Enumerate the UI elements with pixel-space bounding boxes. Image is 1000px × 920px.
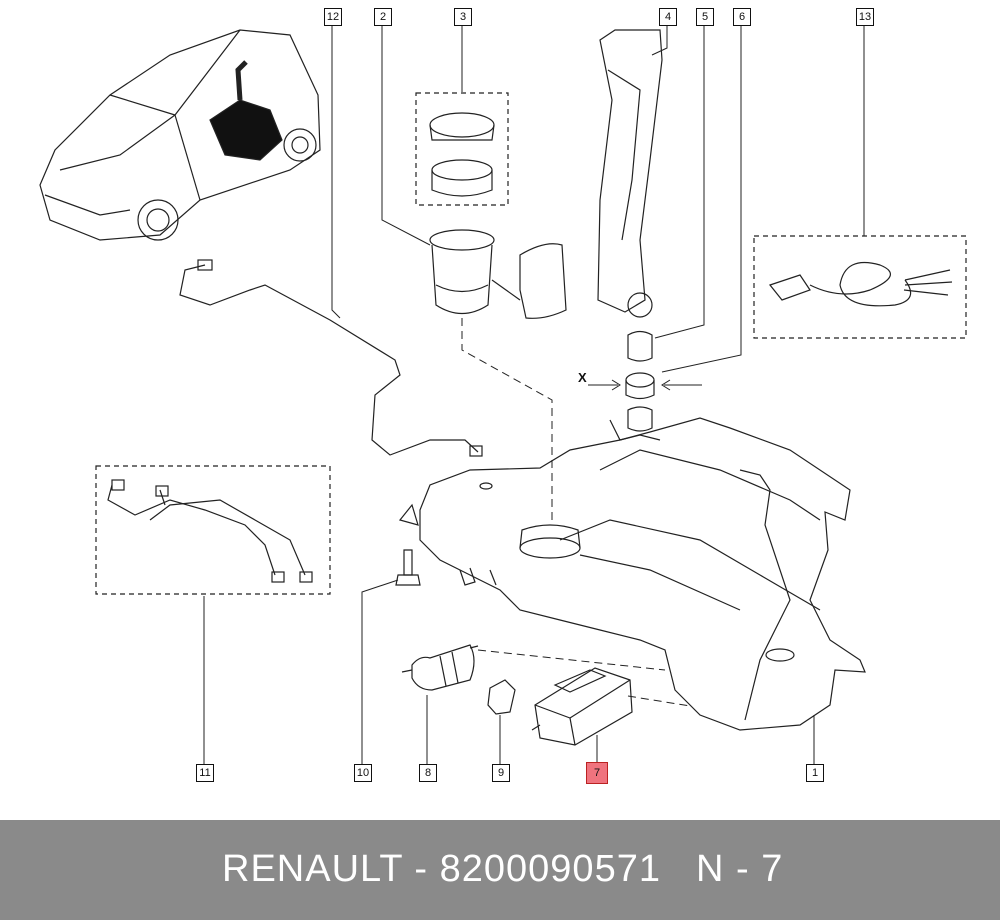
car-illustration	[39, 29, 321, 241]
callout-13: 13	[856, 8, 874, 26]
callout-7-highlighted: 7	[586, 762, 608, 784]
callout-3: 3	[454, 8, 472, 26]
leader-lines	[203, 24, 865, 765]
vent-pipe	[179, 264, 479, 456]
callout-6: 6	[733, 8, 751, 26]
callout-10: 10	[354, 764, 372, 782]
fuel-tank	[419, 417, 866, 731]
callout-2: 2	[374, 8, 392, 26]
diagram-ref-label: N - 7	[696, 848, 784, 890]
seal-ring-box	[415, 92, 509, 206]
callout-5: 5	[696, 8, 714, 26]
exploded-parts-diagram	[39, 24, 967, 765]
callout-8: 8	[419, 764, 437, 782]
gauge-harness-box	[753, 235, 967, 339]
charcoal-canister	[531, 667, 633, 746]
dimension-mark-x: X	[578, 370, 587, 385]
footer-bar: RENAULT - 8200090571 N - 7	[0, 820, 1000, 920]
callout-11: 11	[196, 764, 214, 782]
callout-4: 4	[659, 8, 677, 26]
part-number-label: RENAULT - 8200090571	[222, 848, 661, 890]
assembly-lines	[461, 318, 691, 707]
pipe-harness-box	[95, 465, 331, 595]
callout-1: 1	[806, 764, 824, 782]
callout-12: 12	[324, 8, 342, 26]
callout-9: 9	[492, 764, 510, 782]
filler-neck	[597, 29, 663, 313]
